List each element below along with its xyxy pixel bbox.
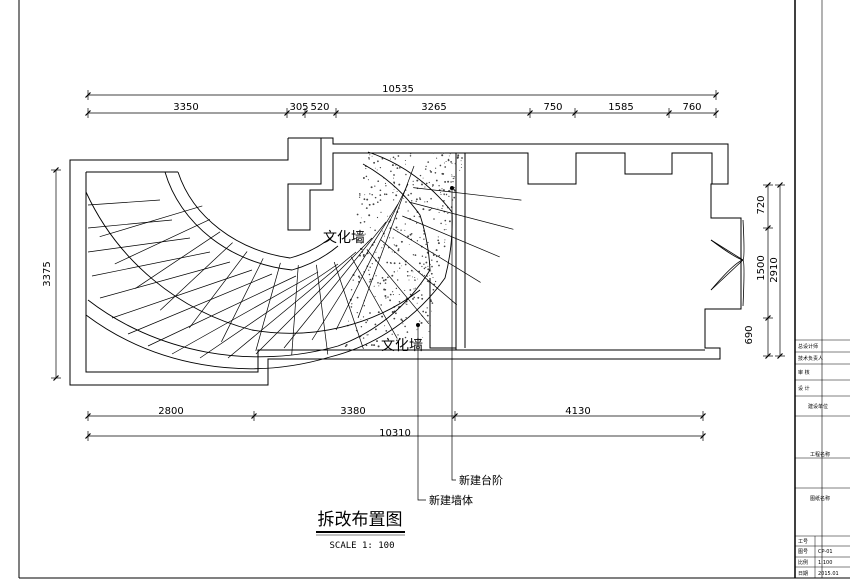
title-block — [795, 339, 850, 578]
label-culture-wall-lower: 文化墙 — [381, 338, 423, 354]
stair-treads — [87, 165, 522, 359]
sheet-border — [18, 0, 850, 579]
tb-date-value: 2015.01 — [818, 571, 839, 577]
leader-lines — [417, 188, 456, 501]
drawing-title: 拆改布置图 — [318, 510, 403, 530]
dim-bottom-overall: 10310 — [379, 428, 411, 439]
note-new-wall: 新建墙体 — [429, 493, 473, 507]
dim-top-seg-7: 760 — [682, 102, 701, 113]
tb-date-label: 日期 — [798, 571, 808, 577]
dim-top-seg-5: 750 — [543, 102, 562, 113]
note-new-step: 新建台阶 — [459, 473, 503, 487]
dim-top-seg-4: 3265 — [421, 102, 446, 113]
dim-bottom-seg-2: 3380 — [340, 406, 365, 417]
tb-row-5: 建设单位 — [808, 403, 828, 410]
new-construction-hatch — [345, 153, 465, 352]
hatch-dots — [344, 152, 463, 351]
title-underline — [316, 531, 405, 536]
tb-row-4: 设 计 — [798, 385, 810, 392]
tb-row-2: 技术负责人 — [798, 355, 823, 362]
dim-left-overall: 3375 — [42, 261, 53, 286]
tb-row-7: 图纸名称 — [810, 495, 830, 502]
dim-right-seg-3: 690 — [744, 325, 755, 344]
tb-row-6: 工程名称 — [810, 451, 830, 458]
dimension-lines — [51, 90, 785, 441]
dim-right-seg-1: 720 — [756, 195, 767, 214]
spiral-staircase — [85, 151, 453, 370]
dim-top-seg-3: 520 — [310, 102, 329, 113]
label-culture-wall-upper: 文化墙 — [323, 230, 365, 246]
dim-bottom-seg-1: 2800 — [158, 406, 183, 417]
dim-top-seg-1: 3350 — [173, 102, 198, 113]
tb-row-3: 审 核 — [798, 369, 810, 376]
dim-top-overall: 10535 — [382, 84, 414, 95]
dim-bottom-seg-3: 4130 — [565, 406, 590, 417]
tb-scale-value: 1:100 — [818, 560, 832, 566]
dim-top-seg-6: 1585 — [608, 102, 633, 113]
entrance-door — [710, 219, 745, 307]
drawing-scale: SCALE 1: 100 — [329, 541, 394, 551]
dim-right-seg-2: 1500 — [756, 255, 767, 280]
dim-right-overall: 2910 — [769, 257, 780, 282]
tb-drawing-no-label: 图号 — [798, 549, 808, 555]
tb-row-1: 总设计师 — [798, 343, 818, 350]
tb-scale-label: 比例 — [798, 559, 808, 566]
tb-drawing-no-value: CP-01 — [818, 549, 833, 555]
tb-project-no-label: 工号 — [798, 539, 808, 545]
dim-top-seg-2: 305 — [289, 102, 308, 113]
plan-outline — [69, 137, 742, 386]
